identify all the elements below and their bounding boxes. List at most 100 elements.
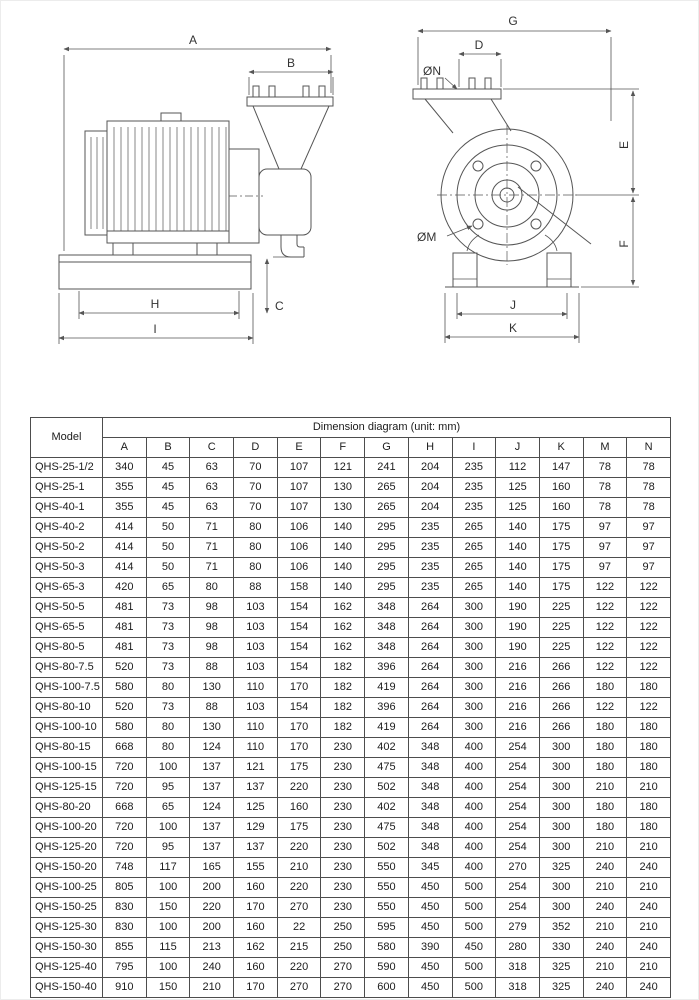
- dimension-cell: 124: [189, 797, 235, 818]
- dimension-cell: 80: [233, 557, 278, 578]
- dimension-cell: 450: [451, 937, 497, 958]
- dimension-cell: 500: [451, 877, 497, 898]
- dimension-cell: 160: [538, 497, 584, 518]
- dimension-cell: 450: [407, 917, 453, 938]
- dimension-cell: 216: [495, 677, 540, 698]
- dimension-cell: 318: [495, 957, 540, 978]
- dimension-cell: 180: [582, 797, 628, 818]
- dimension-cell: 140: [320, 537, 366, 558]
- dimension-cell: 520: [102, 657, 147, 678]
- dimension-cell: 103: [233, 597, 278, 618]
- dimension-cell: 154: [276, 657, 322, 678]
- dimension-cell: 240: [582, 857, 628, 878]
- dimension-cell: 295: [364, 557, 409, 578]
- dimension-cell: 204: [407, 477, 453, 498]
- dimension-cell: 122: [626, 657, 671, 678]
- dimension-cell: 122: [626, 577, 671, 598]
- dimension-cell: 396: [364, 657, 409, 678]
- dimension-cell: 80: [145, 737, 191, 758]
- dimension-cell: 210: [189, 977, 235, 998]
- dimension-cell: 182: [320, 677, 366, 698]
- model-cell: QHS-125-15: [30, 777, 103, 798]
- dimension-cell: 348: [407, 797, 453, 818]
- dimension-cell: 264: [407, 617, 453, 638]
- dimension-cell: 240: [582, 937, 628, 958]
- dimension-cell: 210: [276, 857, 322, 878]
- dimension-cell: 78: [582, 477, 628, 498]
- model-cell: QHS-80-5: [30, 637, 103, 658]
- column-header-B: B: [145, 437, 191, 458]
- dimension-cell: 165: [189, 857, 235, 878]
- dimension-cell: 175: [538, 557, 584, 578]
- dimension-cell: 78: [582, 457, 628, 478]
- dimension-cell: 137: [233, 777, 278, 798]
- dimension-cell: 170: [233, 897, 278, 918]
- column-header-E: E: [276, 437, 322, 458]
- dimension-cell: 106: [276, 537, 322, 558]
- model-cell: QHS-150-20: [30, 857, 103, 878]
- dimension-cell: 170: [276, 717, 322, 738]
- dim-label-n: ØN: [423, 64, 441, 78]
- dimension-cell: 550: [364, 897, 409, 918]
- dimension-cell: 230: [320, 737, 366, 758]
- front-view-casing: [437, 125, 592, 265]
- dimension-cell: 78: [582, 497, 628, 518]
- dimension-cell: 235: [407, 577, 453, 598]
- dimension-cell: 210: [626, 877, 671, 898]
- dimension-cell: 107: [276, 457, 322, 478]
- dimension-cell: 175: [276, 817, 322, 838]
- front-view-feet: [445, 234, 579, 288]
- model-cell: QHS-80-7.5: [30, 657, 103, 678]
- dimension-cell: 180: [582, 757, 628, 778]
- dimension-cell: 414: [102, 537, 147, 558]
- dimension-cell: 580: [102, 717, 147, 738]
- dimension-cell: 500: [451, 897, 497, 918]
- dimension-cell: 122: [582, 617, 628, 638]
- dim-label-c: C: [275, 299, 284, 313]
- dimension-cell: 300: [451, 657, 497, 678]
- front-view-dimensions: G D ØN E F: [417, 14, 639, 343]
- model-cell: QHS-100-25: [30, 877, 103, 898]
- dimension-cell: 230: [320, 857, 366, 878]
- dimension-cell: 325: [538, 977, 584, 998]
- dimension-cell: 481: [102, 637, 147, 658]
- dimension-cell: 400: [451, 757, 497, 778]
- dimension-cell: 98: [189, 597, 235, 618]
- model-cell: QHS-50-2: [30, 537, 103, 558]
- dimension-cell: 122: [582, 657, 628, 678]
- dimension-cell: 70: [233, 477, 278, 498]
- dimension-cell: 500: [451, 957, 497, 978]
- dimension-cell: 235: [407, 557, 453, 578]
- side-view-dimensions: A B C H: [58, 33, 334, 344]
- dimension-cell: 580: [102, 677, 147, 698]
- model-cell: QHS-125-30: [30, 917, 103, 938]
- dimension-cell: 63: [189, 457, 235, 478]
- dimension-cell: 210: [626, 957, 671, 978]
- dimension-cell: 78: [626, 497, 671, 518]
- model-cell: QHS-50-3: [30, 557, 103, 578]
- dimension-cell: 154: [276, 617, 322, 638]
- dimension-cell: 122: [626, 637, 671, 658]
- dimension-cell: 390: [407, 937, 453, 958]
- dimension-cell: 160: [233, 917, 278, 938]
- dimension-cell: 22: [276, 917, 322, 938]
- dimension-cell: 80: [233, 537, 278, 558]
- dimension-cell: 250: [320, 937, 366, 958]
- dimension-cell: 230: [320, 817, 366, 838]
- dimension-cell: 137: [233, 837, 278, 858]
- dimension-cell: 348: [407, 757, 453, 778]
- dimension-cell: 170: [276, 677, 322, 698]
- dimension-cell: 210: [626, 777, 671, 798]
- dimension-cell: 300: [538, 757, 584, 778]
- dimension-cell: 103: [233, 637, 278, 658]
- dim-label-k: K: [509, 321, 517, 335]
